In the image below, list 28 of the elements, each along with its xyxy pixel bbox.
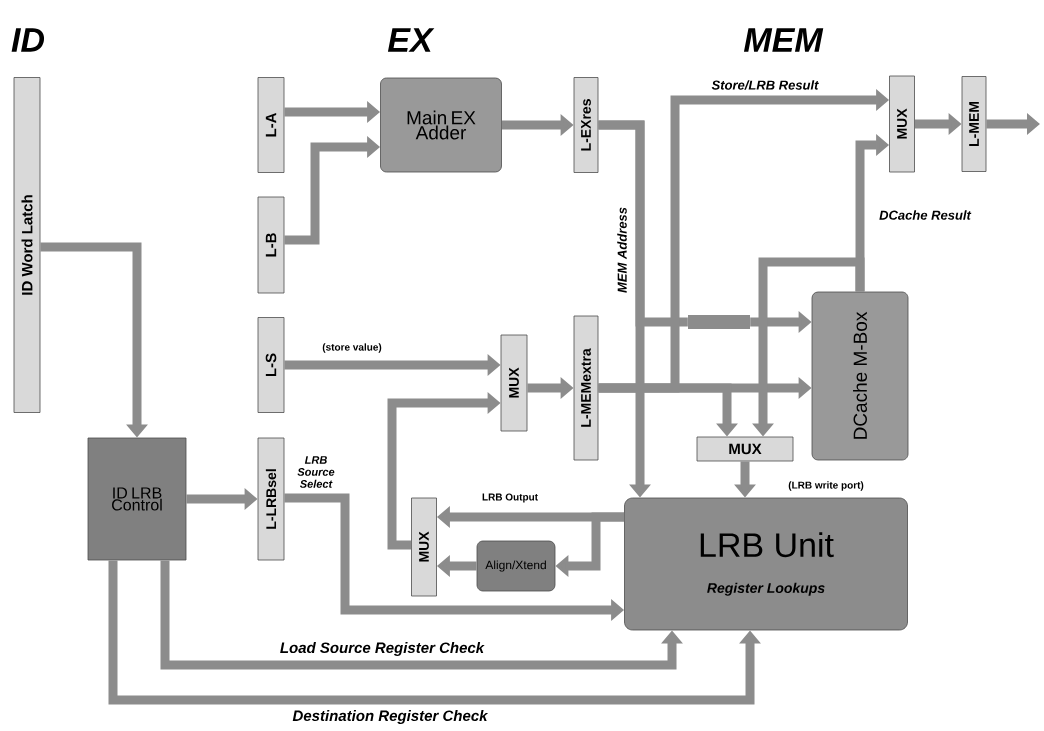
unit-box: Align/Xtend	[476, 540, 556, 592]
unit-box: Main EX Adder	[380, 77, 502, 173]
edge-label: DCache Result	[878, 209, 972, 221]
edge-label: (store value)	[321, 342, 383, 354]
latch-box: MUX	[411, 497, 437, 597]
stage-heading: MEM	[743, 28, 824, 52]
latch-box: L-S	[257, 317, 285, 413]
latch-box: L-MEM	[961, 76, 987, 172]
edge-label: Store/LRB Result	[710, 79, 820, 91]
latch-box: L-B	[257, 196, 285, 294]
latch-box: L-A	[257, 77, 285, 173]
edge-label: LRB Source Select	[290, 455, 342, 489]
edge-label: Destination Register Check	[291, 709, 489, 725]
latch-box: L-EXres	[573, 77, 599, 173]
edge-label: LRB Output	[480, 492, 540, 504]
blank-bar	[688, 315, 750, 329]
unit-box: LRB Unit Register Lookups	[624, 497, 908, 631]
control-box: ID LRB Control	[87, 437, 187, 561]
latch-box: L-LRBsel	[257, 437, 285, 561]
edge-label: MEM Address	[616, 206, 628, 294]
latch-box: L-MEMextra	[573, 315, 599, 461]
unit-box: DCache M-Box	[811, 291, 909, 461]
latch-box: MUX	[500, 334, 528, 432]
edge-label: (LRB write port)	[787, 480, 865, 492]
latch-box: MUX	[696, 436, 794, 462]
latch-box: ID Word Latch	[13, 77, 41, 413]
edge-label: Load Source Register Check	[278, 641, 486, 657]
latch-box: MUX	[889, 75, 915, 173]
